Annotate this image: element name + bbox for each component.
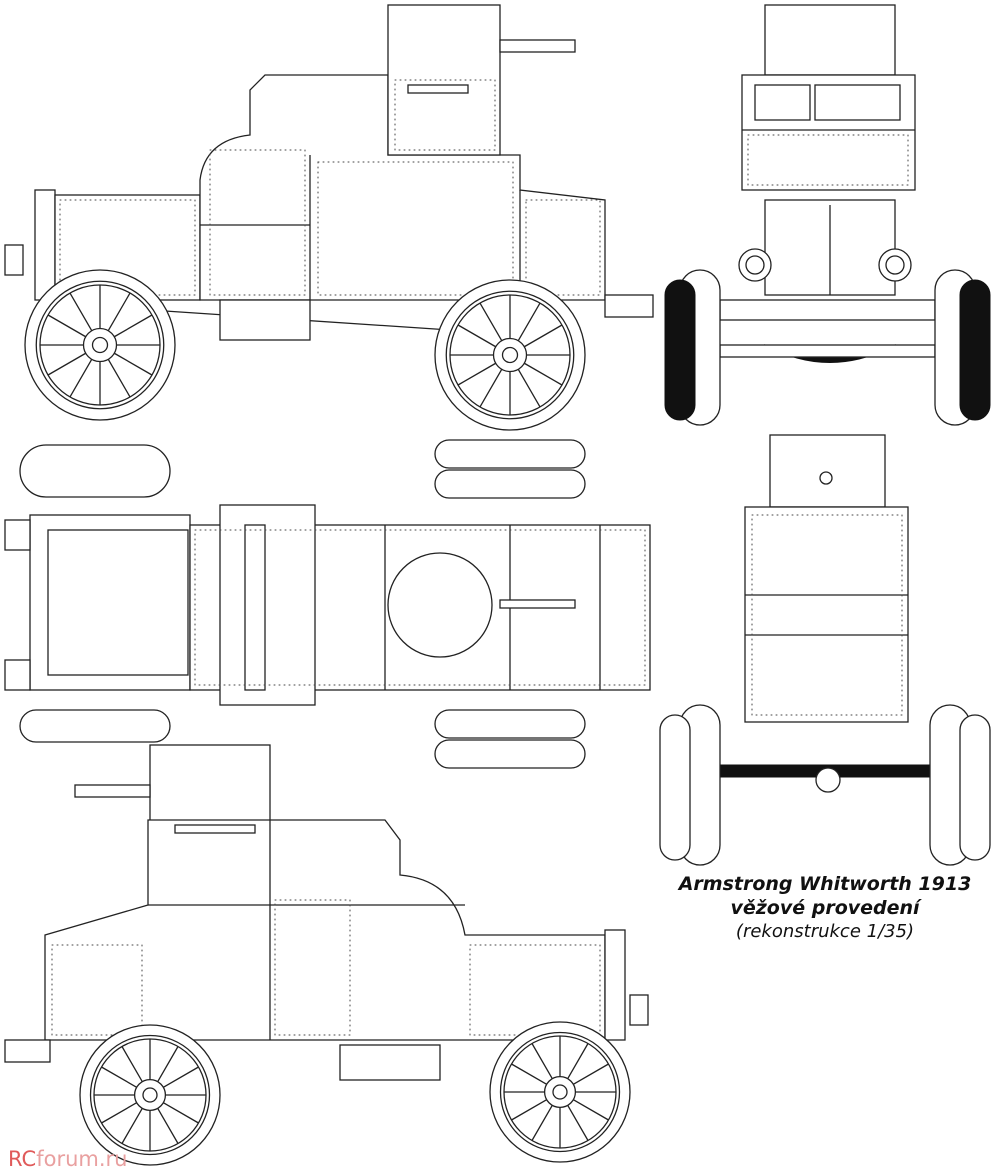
spoke <box>47 314 87 338</box>
hub-cap <box>552 1084 568 1100</box>
spoke <box>107 358 131 398</box>
spoke <box>517 368 541 408</box>
spoke <box>107 292 131 332</box>
spoke <box>101 1066 137 1088</box>
spoke <box>113 314 153 338</box>
spoke <box>121 1046 143 1082</box>
wheel-front <box>24 269 176 421</box>
watermark-brand: RC <box>8 1147 37 1171</box>
spoke <box>101 1102 137 1124</box>
spoke <box>163 1066 199 1088</box>
caption-title: Armstrong Whitworth 1913 <box>678 873 972 895</box>
spoke <box>69 358 93 398</box>
spoke <box>573 1099 609 1121</box>
rear-view <box>659 434 991 866</box>
spoke <box>457 362 497 386</box>
top-view <box>4 439 651 769</box>
spoke <box>567 1043 589 1079</box>
drawing-caption: Armstrong Whitworth 1913 věžové proveden… <box>660 872 990 944</box>
spoke <box>567 1105 589 1141</box>
hub-cap <box>501 346 519 364</box>
spoke <box>163 1102 199 1124</box>
spoke <box>479 302 503 342</box>
spoke <box>531 1043 553 1079</box>
spoke <box>157 1108 179 1144</box>
side-view-left <box>4 4 654 431</box>
side-view-right <box>4 744 649 1166</box>
spoke <box>457 324 497 348</box>
front-view <box>664 4 991 426</box>
watermark-rest: forum.ru <box>36 1147 128 1171</box>
spoke <box>523 324 563 348</box>
spoke <box>69 292 93 332</box>
spoke <box>113 352 153 376</box>
caption-note: (rekonstrukce 1/35) <box>735 921 915 942</box>
spoke <box>573 1063 609 1085</box>
spoke <box>479 368 503 408</box>
hub-cap <box>142 1087 158 1103</box>
spoke <box>531 1105 553 1141</box>
caption-subtitle: věžové provedení <box>730 897 920 919</box>
wheel-front-2 <box>489 1021 631 1163</box>
hub-cap <box>91 336 109 354</box>
wheel-rear <box>434 279 586 431</box>
wheel-rear-2 <box>79 1024 221 1166</box>
spoke <box>157 1046 179 1082</box>
watermark: RCforum.ru <box>8 1147 127 1171</box>
spoke <box>523 362 563 386</box>
spoke <box>47 352 87 376</box>
spoke <box>517 302 541 342</box>
spoke <box>511 1063 547 1085</box>
spoke <box>121 1108 143 1144</box>
spoke <box>511 1099 547 1121</box>
